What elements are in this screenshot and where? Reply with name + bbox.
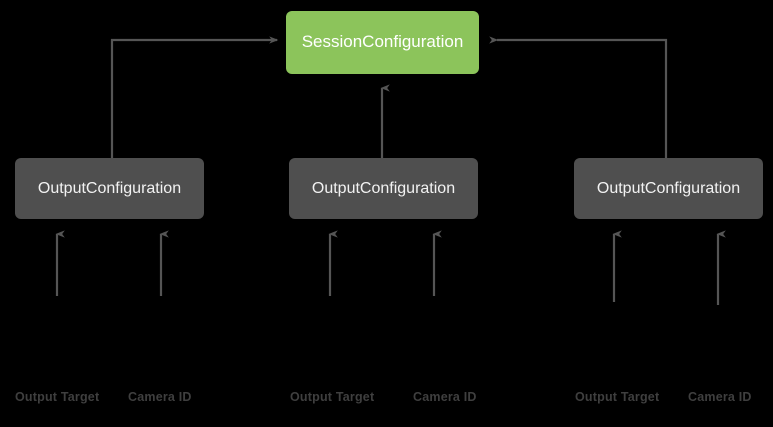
node-output-configuration-3-label: OutputConfiguration: [596, 179, 741, 197]
node-session-configuration-label: SessionConfiguration: [301, 32, 464, 52]
edge-output3-to-session: [489, 36, 668, 158]
edge-output1-to-session: [110, 36, 279, 158]
node-output-configuration-2-label: OutputConfiguration: [311, 179, 456, 197]
leaf-output-target-1: Output Target: [15, 390, 100, 404]
leaf-camera-id-3: Camera ID: [688, 390, 752, 404]
node-session-configuration[interactable]: SessionConfiguration: [286, 11, 479, 74]
node-output-configuration-2[interactable]: OutputConfiguration: [289, 158, 478, 219]
node-output-configuration-1[interactable]: OutputConfiguration: [15, 158, 204, 219]
leaf-output-target-2: Output Target: [290, 390, 375, 404]
leaf-output-target-3: Output Target: [575, 390, 660, 404]
node-output-configuration-1-label: OutputConfiguration: [37, 179, 182, 197]
leaf-camera-id-2: Camera ID: [413, 390, 477, 404]
leaf-camera-id-1: Camera ID: [128, 390, 192, 404]
node-output-configuration-3[interactable]: OutputConfiguration: [574, 158, 763, 219]
